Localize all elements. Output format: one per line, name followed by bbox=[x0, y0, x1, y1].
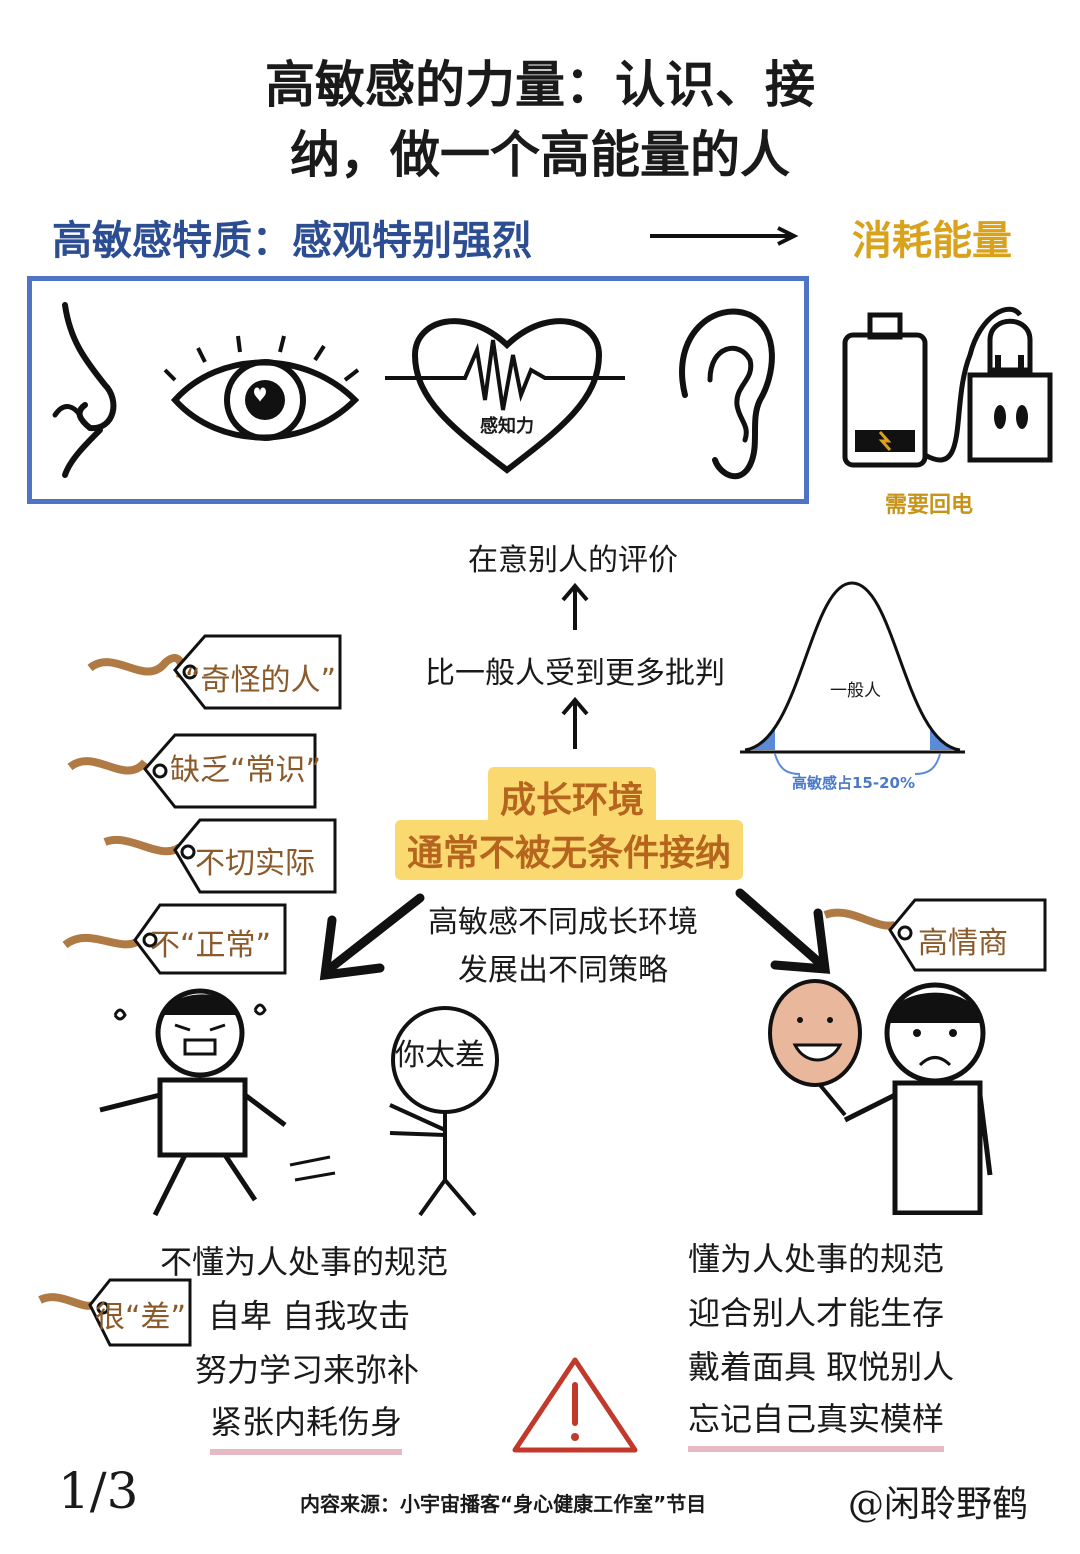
tag-lack-common-sense: 缺乏“常识” bbox=[170, 753, 322, 788]
right-list-item: 忘记自己真实模样 bbox=[688, 1392, 945, 1452]
heart-pulse-icon bbox=[385, 318, 625, 474]
more-criticism-text: 比一般人受到更多批判 bbox=[425, 656, 725, 691]
strategy-line2: 发展出不同策略 bbox=[458, 953, 668, 988]
tag-very-bad: 很“差” bbox=[95, 1300, 187, 1335]
bell-tail-bracket bbox=[774, 753, 941, 775]
strategy-line1: 高敏感不同成长环境 bbox=[428, 905, 698, 940]
page-number: 1/3 bbox=[58, 1462, 139, 1520]
content-source: 内容来源：小宇宙播客“身心健康工作室”节目 bbox=[300, 1492, 707, 1516]
scared-running-figure-icon bbox=[99, 988, 336, 1217]
critic-stick-figure-icon bbox=[389, 1006, 499, 1217]
tag-abnormal: 不“正常” bbox=[150, 928, 272, 963]
down-left-arrow-icon bbox=[319, 893, 425, 981]
left-list-item: 紧张内耗伤身 bbox=[210, 1395, 403, 1455]
environment-line1: 成长环境 bbox=[488, 767, 657, 827]
tag-shape bbox=[38, 1278, 192, 1347]
tag-shape bbox=[103, 818, 337, 894]
bell-curve-illustration bbox=[740, 581, 965, 754]
environment-line2: 通常不被无条件接纳 bbox=[395, 820, 744, 880]
bell-tail-label: 高敏感占15-20% bbox=[792, 774, 916, 792]
right-list-item: 迎合别人才能生存 bbox=[688, 1294, 945, 1332]
tag-shape bbox=[823, 898, 1047, 972]
ear-icon bbox=[679, 308, 775, 480]
senses-box bbox=[27, 276, 809, 504]
up-arrow-icon bbox=[561, 582, 589, 630]
right-arrow-icon bbox=[650, 226, 799, 246]
tag-unrealistic: 不切实际 bbox=[195, 846, 315, 881]
up-arrow-icon bbox=[561, 696, 589, 749]
care-about-evaluation-text: 在意别人的评价 bbox=[468, 543, 678, 578]
warning-icon bbox=[512, 1357, 638, 1453]
recharge-label: 需要回电 bbox=[885, 493, 974, 518]
low-battery-plug-icon bbox=[842, 306, 1053, 468]
tag-shape bbox=[67, 733, 317, 809]
bell-center-label: 一般人 bbox=[830, 681, 881, 701]
page-title-line2: 纳，做一个高能量的人 bbox=[290, 126, 790, 184]
author-signature: @闲聆野鹤 bbox=[848, 1484, 1029, 1525]
tag-high-eq: 高情商 bbox=[918, 926, 1008, 961]
left-list-item: 自卑 自我攻击 bbox=[208, 1297, 411, 1335]
critic-speech-text: 你太差 bbox=[395, 1038, 485, 1073]
page-title-line1: 高敏感的力量：认识、接 bbox=[265, 56, 815, 114]
left-list-item: 不懂为人处事的规范 bbox=[160, 1243, 449, 1281]
trait-heading: 高敏感特质：感观特别强烈 bbox=[52, 218, 532, 264]
left-list-item: 努力学习来弥补 bbox=[195, 1351, 420, 1389]
right-list-item: 戴着面具 取悦别人 bbox=[688, 1348, 955, 1386]
eye-icon bbox=[163, 335, 360, 441]
down-right-arrow-icon bbox=[735, 888, 831, 974]
masked-person-icon bbox=[768, 979, 993, 1215]
right-list-item: 懂为人处事的规范 bbox=[688, 1240, 945, 1278]
heart-label: 感知力 bbox=[480, 416, 534, 437]
tag-strange-person: “奇怪的人” bbox=[185, 663, 337, 698]
tag-shape bbox=[87, 634, 342, 710]
nose-icon bbox=[52, 302, 117, 478]
consume-energy-heading: 消耗能量 bbox=[852, 218, 1012, 264]
tag-shape bbox=[62, 903, 287, 975]
